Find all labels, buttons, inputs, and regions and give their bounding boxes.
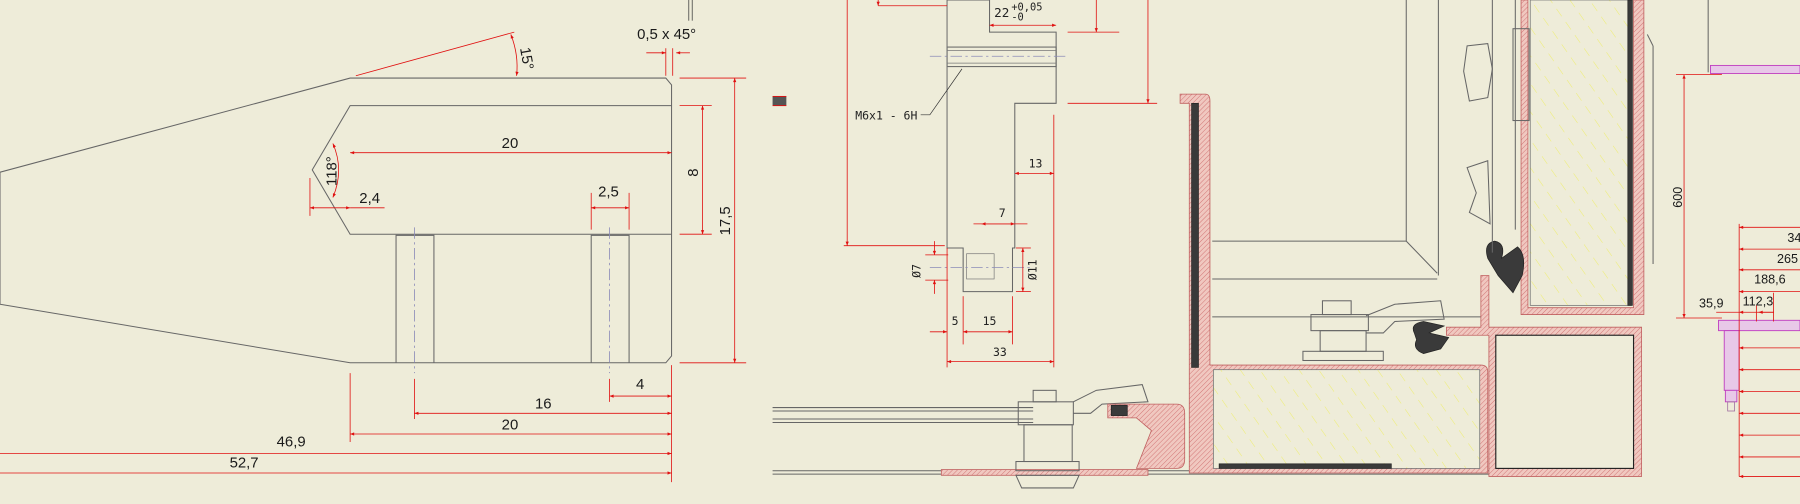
chamfer-label: 0,5 x 45° <box>637 26 696 43</box>
dim-7-label: 7 <box>999 206 1006 220</box>
dim-13-label: 13 <box>1029 157 1043 171</box>
dim-34-label: 34 <box>1787 231 1800 245</box>
dim-2-5-label: 2,5 <box>598 183 619 200</box>
dim-35-9-label: 35,9 <box>1699 297 1724 311</box>
thread-note: M6x1 - 6H <box>855 108 917 122</box>
dim-15-label: 15 <box>983 314 997 328</box>
assembly-section <box>772 0 1654 489</box>
bore-dia-label: 8 <box>685 169 702 177</box>
dim-16-label: 16 <box>535 396 552 413</box>
section-marker-icon <box>772 95 787 107</box>
middle-part-dimensions: 22 +0,05 -0 M6x1 - 6H 13 7 Ø7 Ø11 5 15 <box>843 0 1158 368</box>
drill-angle-label: 118° <box>323 156 340 186</box>
tolerance-base: 22 <box>994 5 1009 20</box>
dim-5-label: 5 <box>952 314 959 328</box>
bolt-clamp <box>1302 300 1445 362</box>
middle-part-body <box>946 0 1057 293</box>
dim-20-bottom-label: 20 <box>502 416 519 433</box>
height-label: 17,5 <box>717 206 734 235</box>
dia-11-label: Ø11 <box>1026 259 1040 280</box>
left-part-dimensions: 15° 0,5 x 45° 20 118° 2,4 2,5 8 17,5 4 1… <box>0 0 747 483</box>
bolt-clamp <box>1015 384 1149 489</box>
tolerance-upper: +0,05 <box>1011 1 1042 13</box>
dim-33-label: 33 <box>993 345 1007 359</box>
left-part-body <box>0 77 673 364</box>
wing-nut-icon <box>1466 160 1491 225</box>
far-right-detail: 600 34 265 188,6 112,3 <box>1671 0 1800 479</box>
middle-part-section <box>929 0 1068 293</box>
dim-2-4-label: 2,4 <box>359 190 380 207</box>
nut-icon <box>1463 43 1493 102</box>
bore-length-label: 20 <box>502 135 519 152</box>
dim-188-6-label: 188,6 <box>1754 273 1786 287</box>
dim-46-9-label: 46,9 <box>277 434 306 451</box>
dim-52-7-label: 52,7 <box>230 454 259 471</box>
dim-112-3-label: 112,3 <box>1743 294 1774 308</box>
angle-15-label: 15° <box>516 46 537 71</box>
dim-265-label: 265 <box>1777 252 1798 266</box>
left-part-section <box>0 77 673 374</box>
dia-7-label: Ø7 <box>910 264 924 278</box>
height-600-label: 600 <box>1671 187 1685 208</box>
dim-4-label: 4 <box>636 376 644 393</box>
tolerance-lower: -0 <box>1011 12 1023 24</box>
